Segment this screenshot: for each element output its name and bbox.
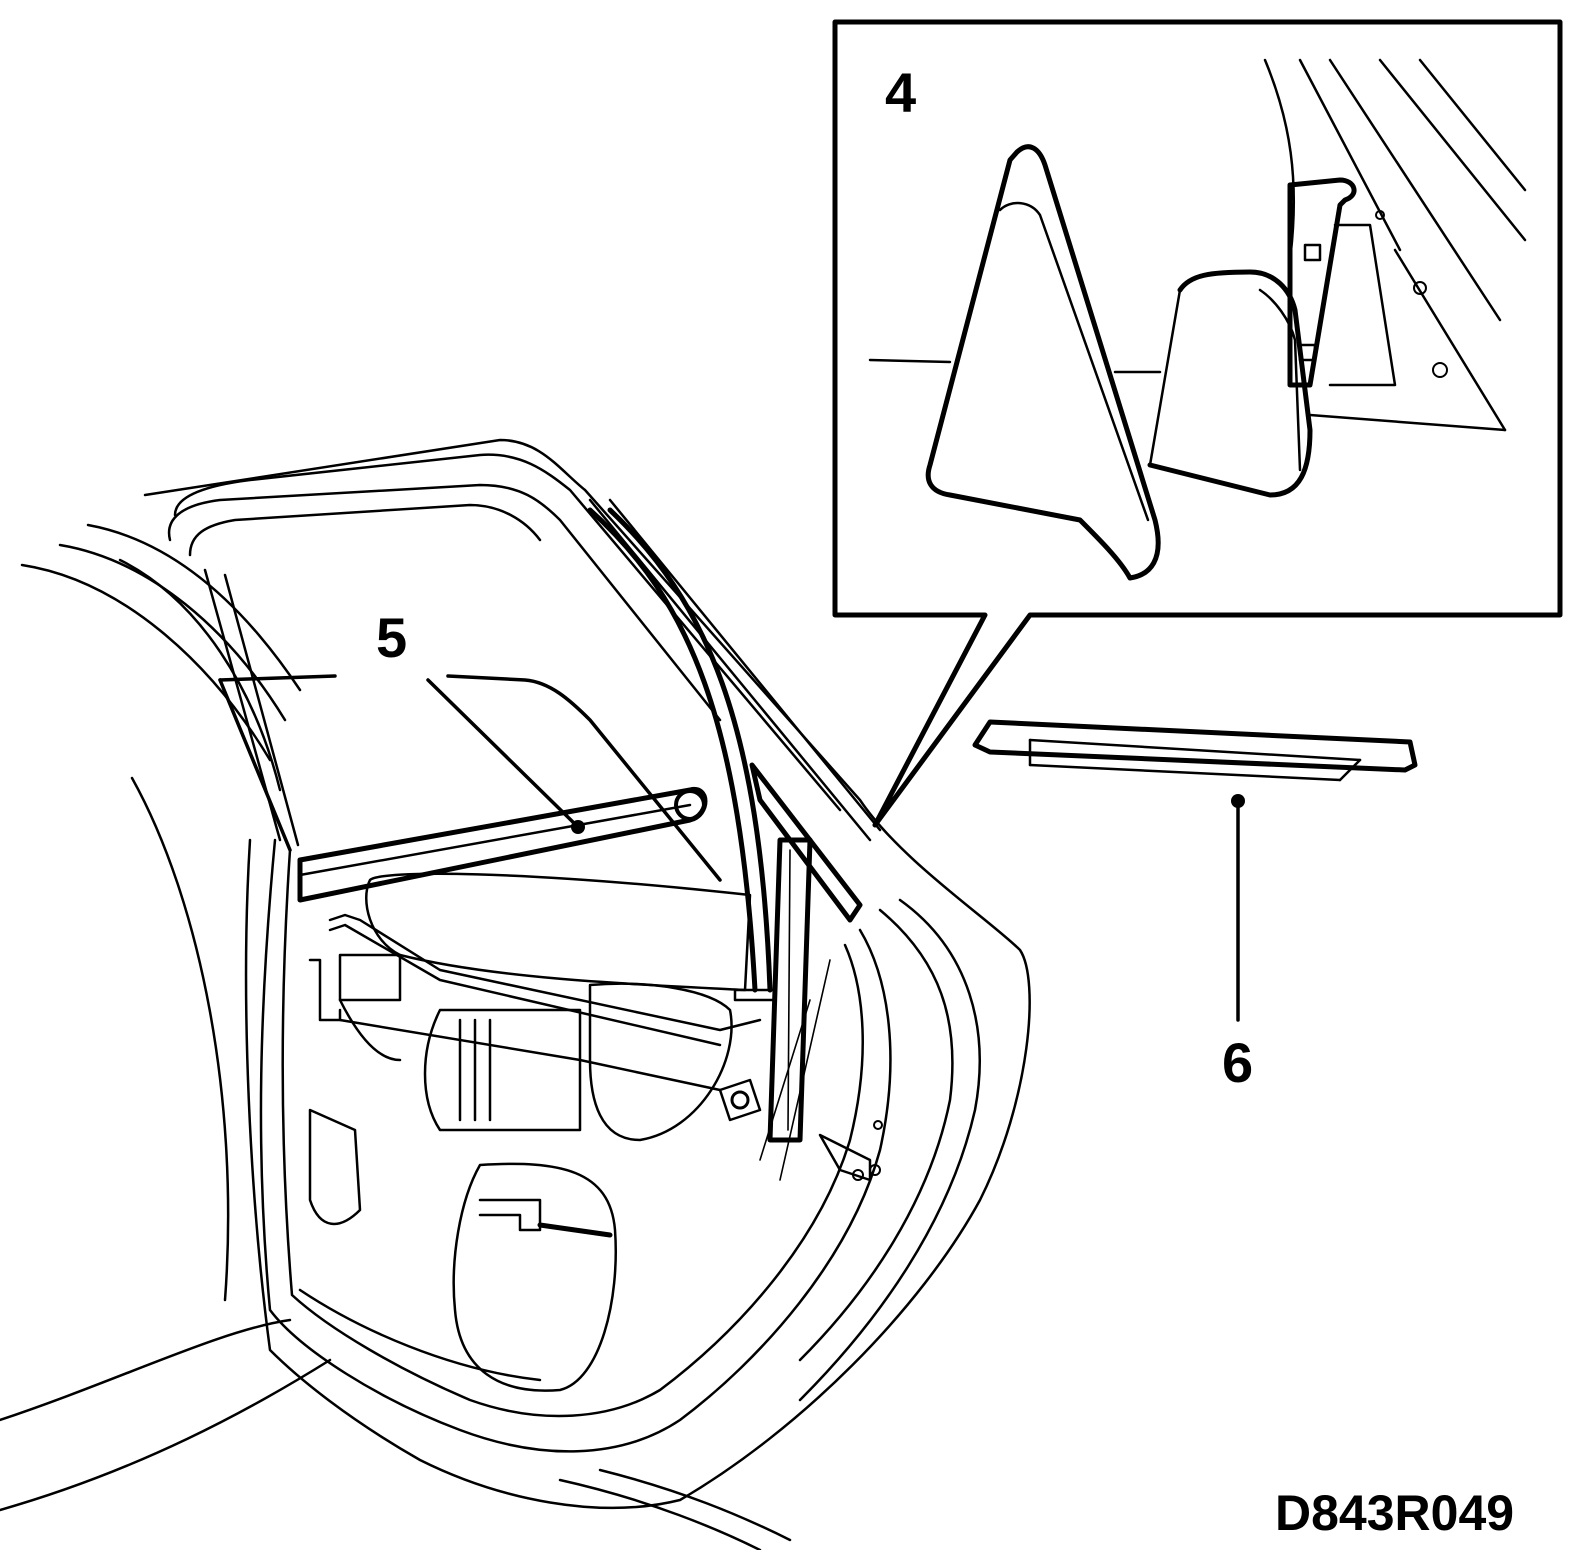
detail-inset-box	[832, 19, 1563, 828]
callout-5: 5	[376, 606, 407, 669]
callout-4: 4	[885, 61, 916, 124]
inner-panel-details	[298, 872, 883, 1392]
strip-part-6	[972, 719, 1418, 1022]
sill-strip-part-5	[297, 787, 708, 903]
callout-6: 6	[1222, 1031, 1253, 1094]
door-frame	[143, 438, 1031, 1510]
window-channel	[587, 507, 863, 1143]
car-body-outline	[0, 523, 792, 1550]
leader-lines-5	[218, 674, 722, 882]
drawing-code: D843R049	[1275, 1485, 1514, 1541]
